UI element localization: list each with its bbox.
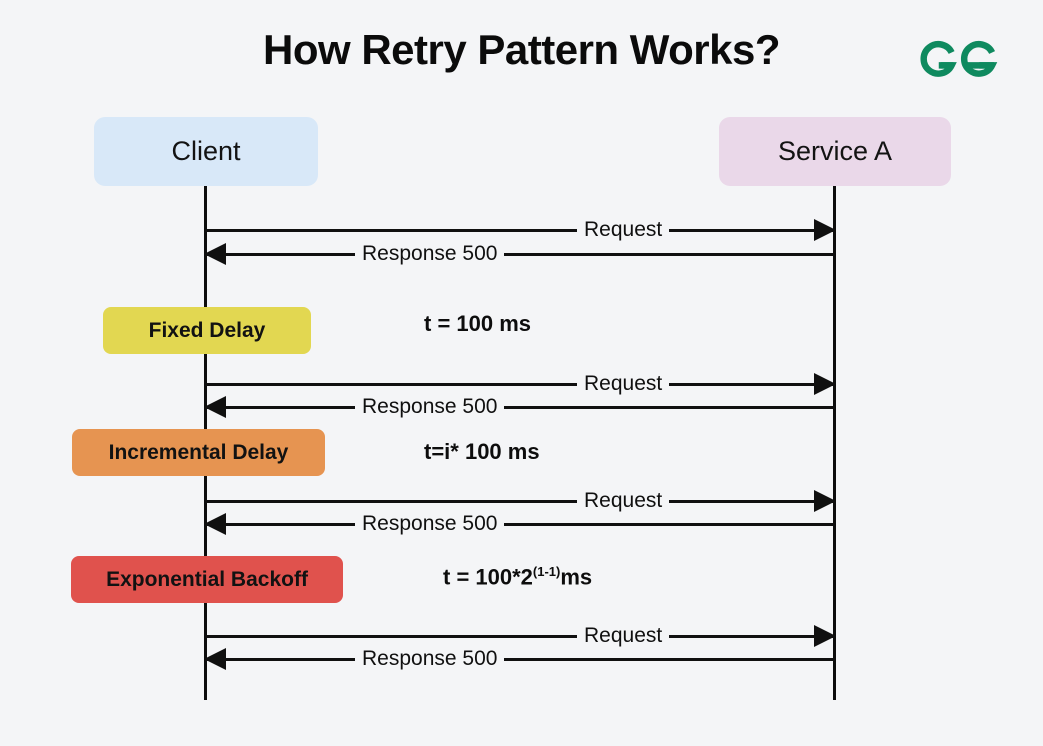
message-line: [205, 229, 835, 232]
participant-service-a[interactable]: Service A: [719, 117, 951, 186]
delay-formula-fixed-delay: t = 100 ms: [424, 311, 531, 337]
message-line: [205, 635, 835, 638]
message-line: [205, 523, 835, 526]
message-label: Response 500: [355, 242, 505, 265]
message-response-1[interactable]: Response 500: [204, 242, 835, 265]
lifeline-service-a: [833, 186, 836, 700]
message-request-1[interactable]: Request: [205, 218, 836, 241]
delay-box-fixed-delay[interactable]: Fixed Delay: [103, 307, 311, 354]
arrowhead-left-icon: [204, 513, 226, 535]
message-line: [205, 406, 835, 409]
message-request-2[interactable]: Request: [205, 372, 836, 395]
message-label: Request: [577, 624, 670, 647]
message-line: [205, 253, 835, 256]
message-line: [205, 658, 835, 661]
geeksforgeeks-logo-icon: [913, 34, 1005, 82]
formula-text: t = 100 ms: [424, 311, 532, 336]
delay-box-label: Fixed Delay: [148, 318, 266, 342]
message-label: Request: [577, 372, 670, 395]
arrowhead-left-icon: [204, 396, 226, 418]
arrowhead-right-icon: [814, 490, 836, 512]
message-line: [205, 500, 835, 503]
delay-box-label: Exponential Backoff: [106, 567, 308, 591]
message-response-4[interactable]: Response 500: [204, 647, 835, 670]
delay-formula-exponential-backoff: t = 100*2(1-1)ms: [443, 564, 592, 590]
delay-formula-incremental-delay: t=i* 100 ms: [424, 439, 540, 465]
delay-box-label: Incremental Delay: [108, 440, 289, 464]
message-line: [205, 383, 835, 386]
message-label: Request: [577, 218, 670, 241]
formula-exponent: (1-1): [532, 564, 561, 579]
formula-text: t = 100*2: [443, 564, 533, 590]
formula-unit: ms: [560, 564, 593, 590]
page-title: How Retry Pattern Works?: [263, 26, 781, 73]
participant-client[interactable]: Client: [94, 117, 318, 186]
arrowhead-left-icon: [204, 243, 226, 265]
participant-client-label: Client: [171, 136, 241, 166]
formula-text: t=i* 100 ms: [424, 439, 540, 464]
arrowhead-right-icon: [814, 373, 836, 395]
delay-box-incremental-delay[interactable]: Incremental Delay: [72, 429, 325, 476]
message-label: Request: [577, 489, 670, 512]
message-request-3[interactable]: Request: [205, 489, 836, 512]
participant-service-a-label: Service A: [777, 136, 893, 166]
message-request-4[interactable]: Request: [205, 624, 836, 647]
message-label: Response 500: [355, 512, 505, 535]
delay-box-exponential-backoff[interactable]: Exponential Backoff: [71, 556, 343, 603]
message-label: Response 500: [355, 395, 505, 418]
message-label: Response 500: [355, 647, 505, 670]
arrowhead-right-icon: [814, 625, 836, 647]
message-response-3[interactable]: Response 500: [204, 512, 835, 535]
arrowhead-right-icon: [814, 219, 836, 241]
message-response-2[interactable]: Response 500: [204, 395, 835, 418]
arrowhead-left-icon: [204, 648, 226, 670]
